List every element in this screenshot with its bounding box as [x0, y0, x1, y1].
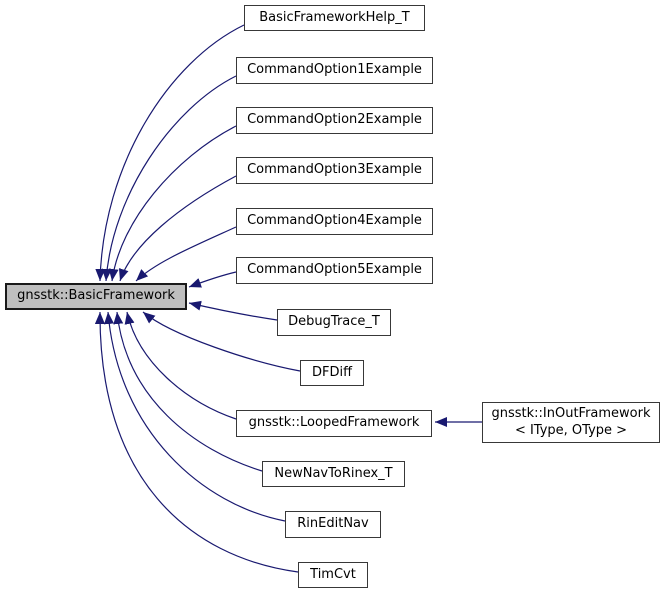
edge-newnavtorinex-t [113, 311, 263, 472]
edge-commandoption1example [101, 75, 237, 282]
class-node-commandoption4example[interactable]: CommandOption4Example [236, 208, 433, 235]
edge-commandoption3example [118, 175, 237, 282]
class-label-line2: < IType, OType > [514, 422, 628, 438]
class-node-debugtrace-t[interactable]: DebugTrace_T [277, 309, 391, 336]
edge-debugtrace-t [188, 300, 278, 321]
class-label: CommandOption3Example [247, 162, 422, 178]
edge-commandoption4example [135, 226, 237, 282]
class-label: TimCvt [310, 566, 356, 582]
class-node-basicframework: gnsstk::BasicFramework [5, 283, 187, 310]
class-label: gnsstk::LoopedFramework [248, 415, 420, 431]
edge-rineditnav [104, 311, 286, 522]
class-label: CommandOption5Example [247, 262, 422, 278]
class-label: DebugTrace_T [288, 314, 380, 330]
class-label: CommandOption2Example [247, 112, 422, 128]
class-label-line1: gnsstk::InOutFramework [491, 405, 651, 421]
edge-timcvt [94, 311, 299, 573]
class-label: CommandOption1Example [247, 62, 422, 78]
class-node-loopedframework[interactable]: gnsstk::LoopedFramework [236, 410, 432, 437]
class-node-commandoption5example[interactable]: CommandOption5Example [236, 257, 433, 284]
class-node-newnavtorinex-t[interactable]: NewNavToRinex_T [262, 461, 405, 487]
class-label: NewNavToRinex_T [274, 465, 393, 481]
edge-commandoption2example [108, 125, 237, 282]
class-label: gnsstk::BasicFramework [17, 288, 175, 304]
edge-basicframeworkhelp-t [95, 24, 245, 282]
edge-loopedframework [124, 311, 237, 420]
class-node-commandoption3example[interactable]: CommandOption3Example [236, 157, 433, 184]
edge-dfdiff [142, 311, 301, 372]
class-label: BasicFrameworkHelp_T [259, 9, 410, 25]
class-node-inoutframework[interactable]: gnsstk::InOutFramework < IType, OType > [482, 402, 660, 443]
class-node-dfdiff[interactable]: DFDiff [300, 360, 364, 386]
class-node-commandoption2example[interactable]: CommandOption2Example [236, 107, 433, 134]
class-label: DFDiff [311, 364, 353, 380]
class-node-basicframeworkhelp-t[interactable]: BasicFrameworkHelp_T [244, 5, 425, 31]
class-node-timcvt[interactable]: TimCvt [298, 562, 368, 588]
edge-commandoption5example [188, 271, 237, 288]
class-node-rineditnav[interactable]: RinEditNav [285, 511, 381, 538]
class-label: CommandOption4Example [247, 213, 422, 229]
class-label: RinEditNav [297, 516, 369, 532]
class-node-commandoption1example[interactable]: CommandOption1Example [236, 57, 433, 84]
